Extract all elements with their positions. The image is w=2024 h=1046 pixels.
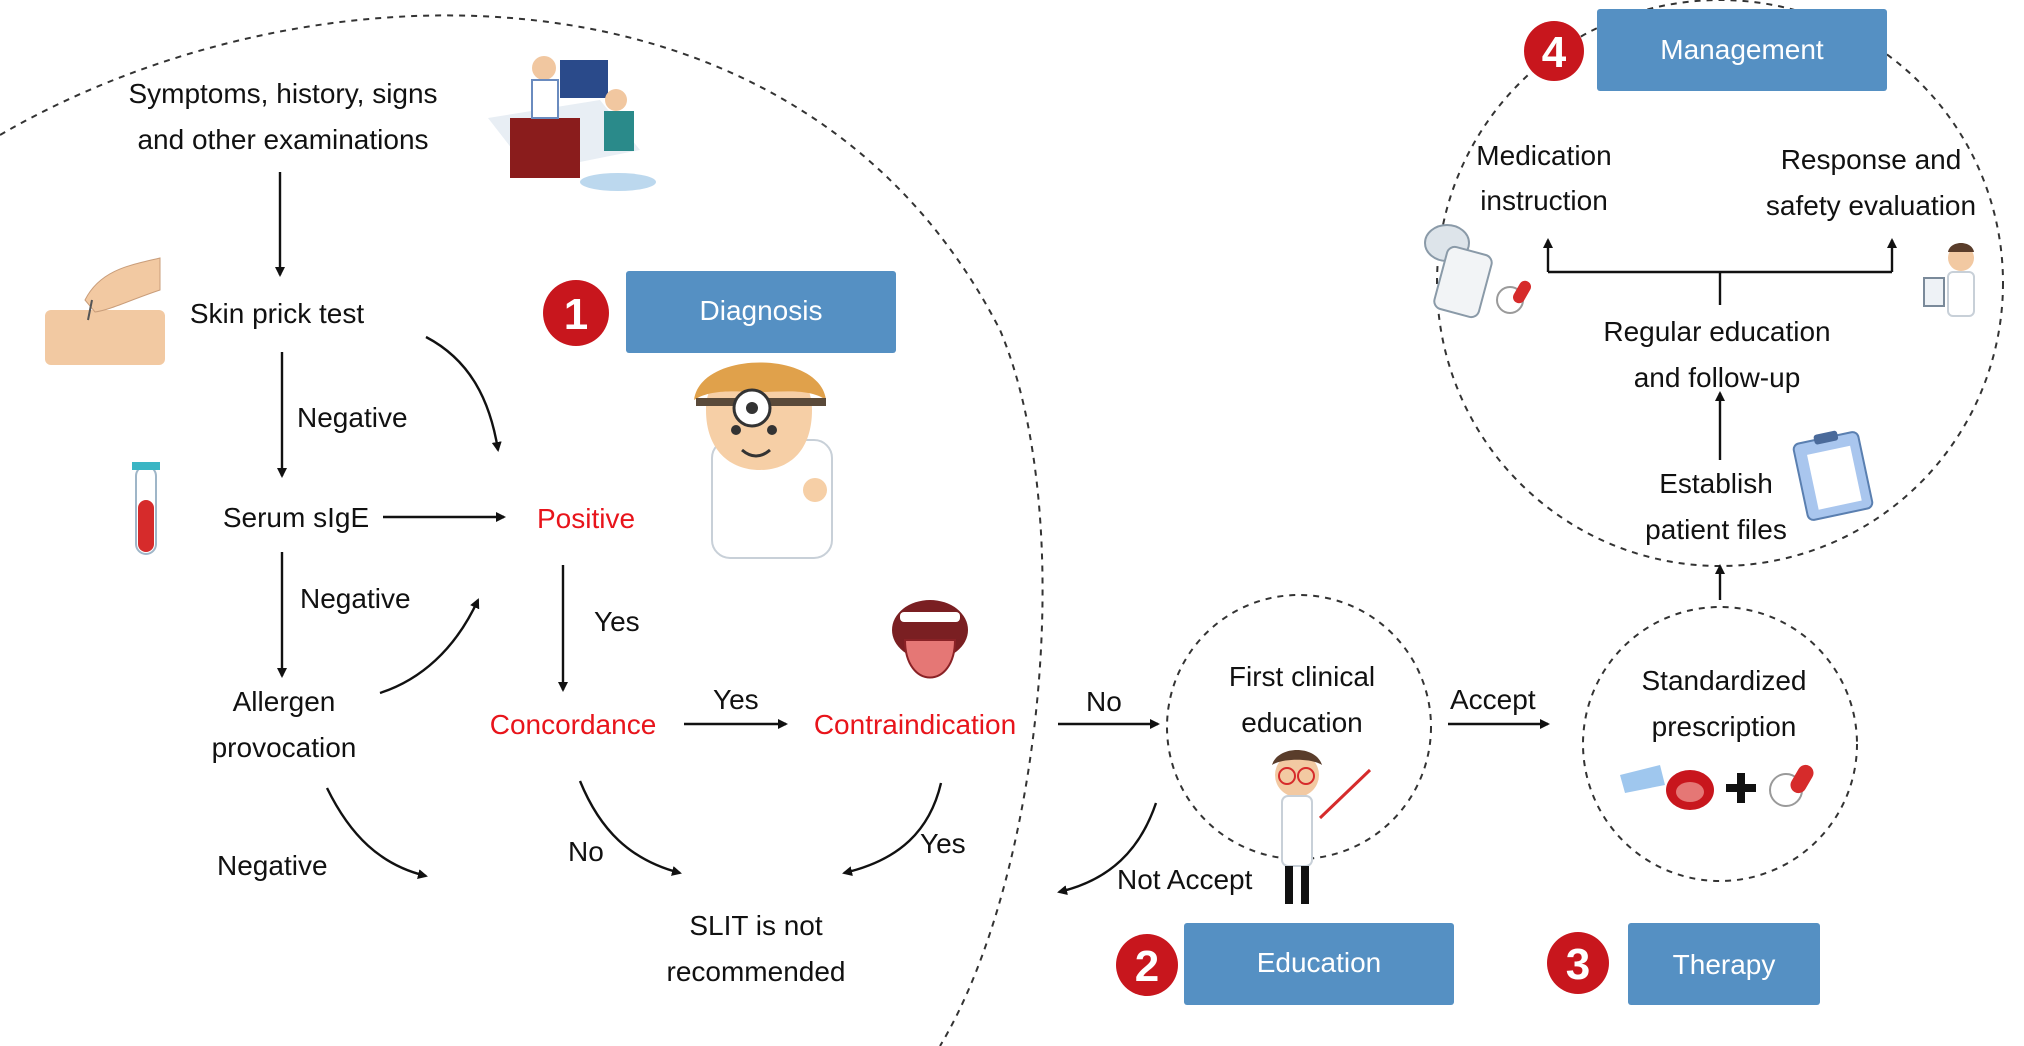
response-line2: safety evaluation	[1766, 190, 1976, 221]
stage-therapy: Therapy 3	[1547, 923, 1820, 1005]
arrow-skin-to-positive	[425, 335, 502, 452]
diagnosis-label: Diagnosis	[700, 295, 823, 326]
edge-label-no-2: No	[1086, 686, 1122, 717]
stage-education: Education 2	[1116, 923, 1454, 1005]
badge-3-number: 3	[1566, 940, 1590, 989]
medication-line1: Medication	[1476, 140, 1611, 171]
arrow-allergen-to-positive	[379, 598, 480, 695]
education-label: Education	[1257, 947, 1382, 978]
response-line1: Response and	[1781, 144, 1962, 175]
therapy-node-line1: Standardized	[1641, 665, 1806, 696]
concordance-text: Concordance	[490, 709, 657, 740]
allergen-text-line2: provocation	[212, 732, 357, 763]
diagnosis-region-boundary	[0, 14, 1044, 1046]
medication-bottle-illustration	[1424, 224, 1531, 319]
clipboard-patient-files-illustration	[1792, 430, 1874, 521]
contraindication-text: Contraindication	[814, 709, 1016, 740]
edge-label-yes-2: Yes	[713, 684, 759, 715]
badge-2	[1116, 934, 1178, 996]
edge-label-negative-3: Negative	[217, 850, 328, 881]
edge-label-negative-2: Negative	[300, 583, 411, 614]
establish-line1: Establish	[1659, 468, 1773, 499]
positive-text: Positive	[537, 503, 635, 534]
serum-sige-text: Serum sIgE	[223, 502, 369, 533]
badge-4-number: 4	[1542, 28, 1567, 77]
educator-doctor-illustration	[1272, 750, 1372, 904]
hand-skin-prick-illustration	[45, 257, 165, 365]
badge-1-number: 1	[564, 290, 588, 339]
edge-label-yes-3: Yes	[920, 828, 966, 859]
prescription-illustration	[1620, 764, 1814, 810]
therapy-node-line2: prescription	[1652, 711, 1797, 742]
allergen-text-line1: Allergen	[233, 686, 336, 717]
edge-label-no-1: No	[568, 836, 604, 867]
slit-text-line2: recommended	[667, 956, 846, 987]
doctor-patient-desk-illustration	[488, 56, 656, 191]
education-node-line1: First clinical	[1229, 661, 1375, 692]
arrow-concordance-to-slit	[578, 780, 682, 876]
edge-label-negative-1: Negative	[297, 402, 408, 433]
arrow-education-to-slit	[1057, 802, 1158, 896]
stage-diagnosis: Diagnosis 1	[543, 271, 896, 353]
skin-prick-test-text: Skin prick test	[190, 298, 364, 329]
therapy-box	[1628, 923, 1820, 1005]
management-box	[1597, 9, 1887, 91]
establish-line2: patient files	[1645, 514, 1787, 545]
slit-text-line1: SLIT is not	[689, 910, 823, 941]
therapy-label: Therapy	[1673, 949, 1776, 980]
symptoms-text-line1: Symptoms, history, signs	[128, 78, 437, 109]
tongue-mouth-illustration	[892, 600, 968, 679]
stage-management: Management 4	[1524, 9, 1887, 91]
regular-line2: and follow-up	[1634, 362, 1801, 393]
badge-4	[1524, 21, 1584, 81]
education-node-line2: education	[1241, 707, 1362, 738]
arrow-contraindication-to-slit	[842, 782, 943, 877]
therapy-region-circle	[1582, 606, 1858, 882]
symptoms-text-line2: and other examinations	[137, 124, 428, 155]
medication-line2: instruction	[1480, 185, 1608, 216]
cartoon-doctor-illustration	[694, 362, 833, 559]
education-box	[1184, 923, 1454, 1005]
blood-test-tube-illustration	[132, 462, 160, 555]
management-label: Management	[1660, 34, 1824, 65]
edge-label-yes-1: Yes	[594, 606, 640, 637]
doctor-clipboard-illustration	[1923, 243, 1975, 317]
badge-2-number: 2	[1135, 942, 1159, 991]
badge-1	[543, 280, 609, 346]
edge-label-not-accept: Not Accept	[1117, 864, 1253, 895]
arrow-allergen-to-slit	[325, 787, 428, 879]
edge-label-accept: Accept	[1450, 684, 1536, 715]
regular-line1: Regular education	[1603, 316, 1830, 347]
badge-3	[1547, 932, 1609, 994]
diagnosis-box	[626, 271, 896, 353]
